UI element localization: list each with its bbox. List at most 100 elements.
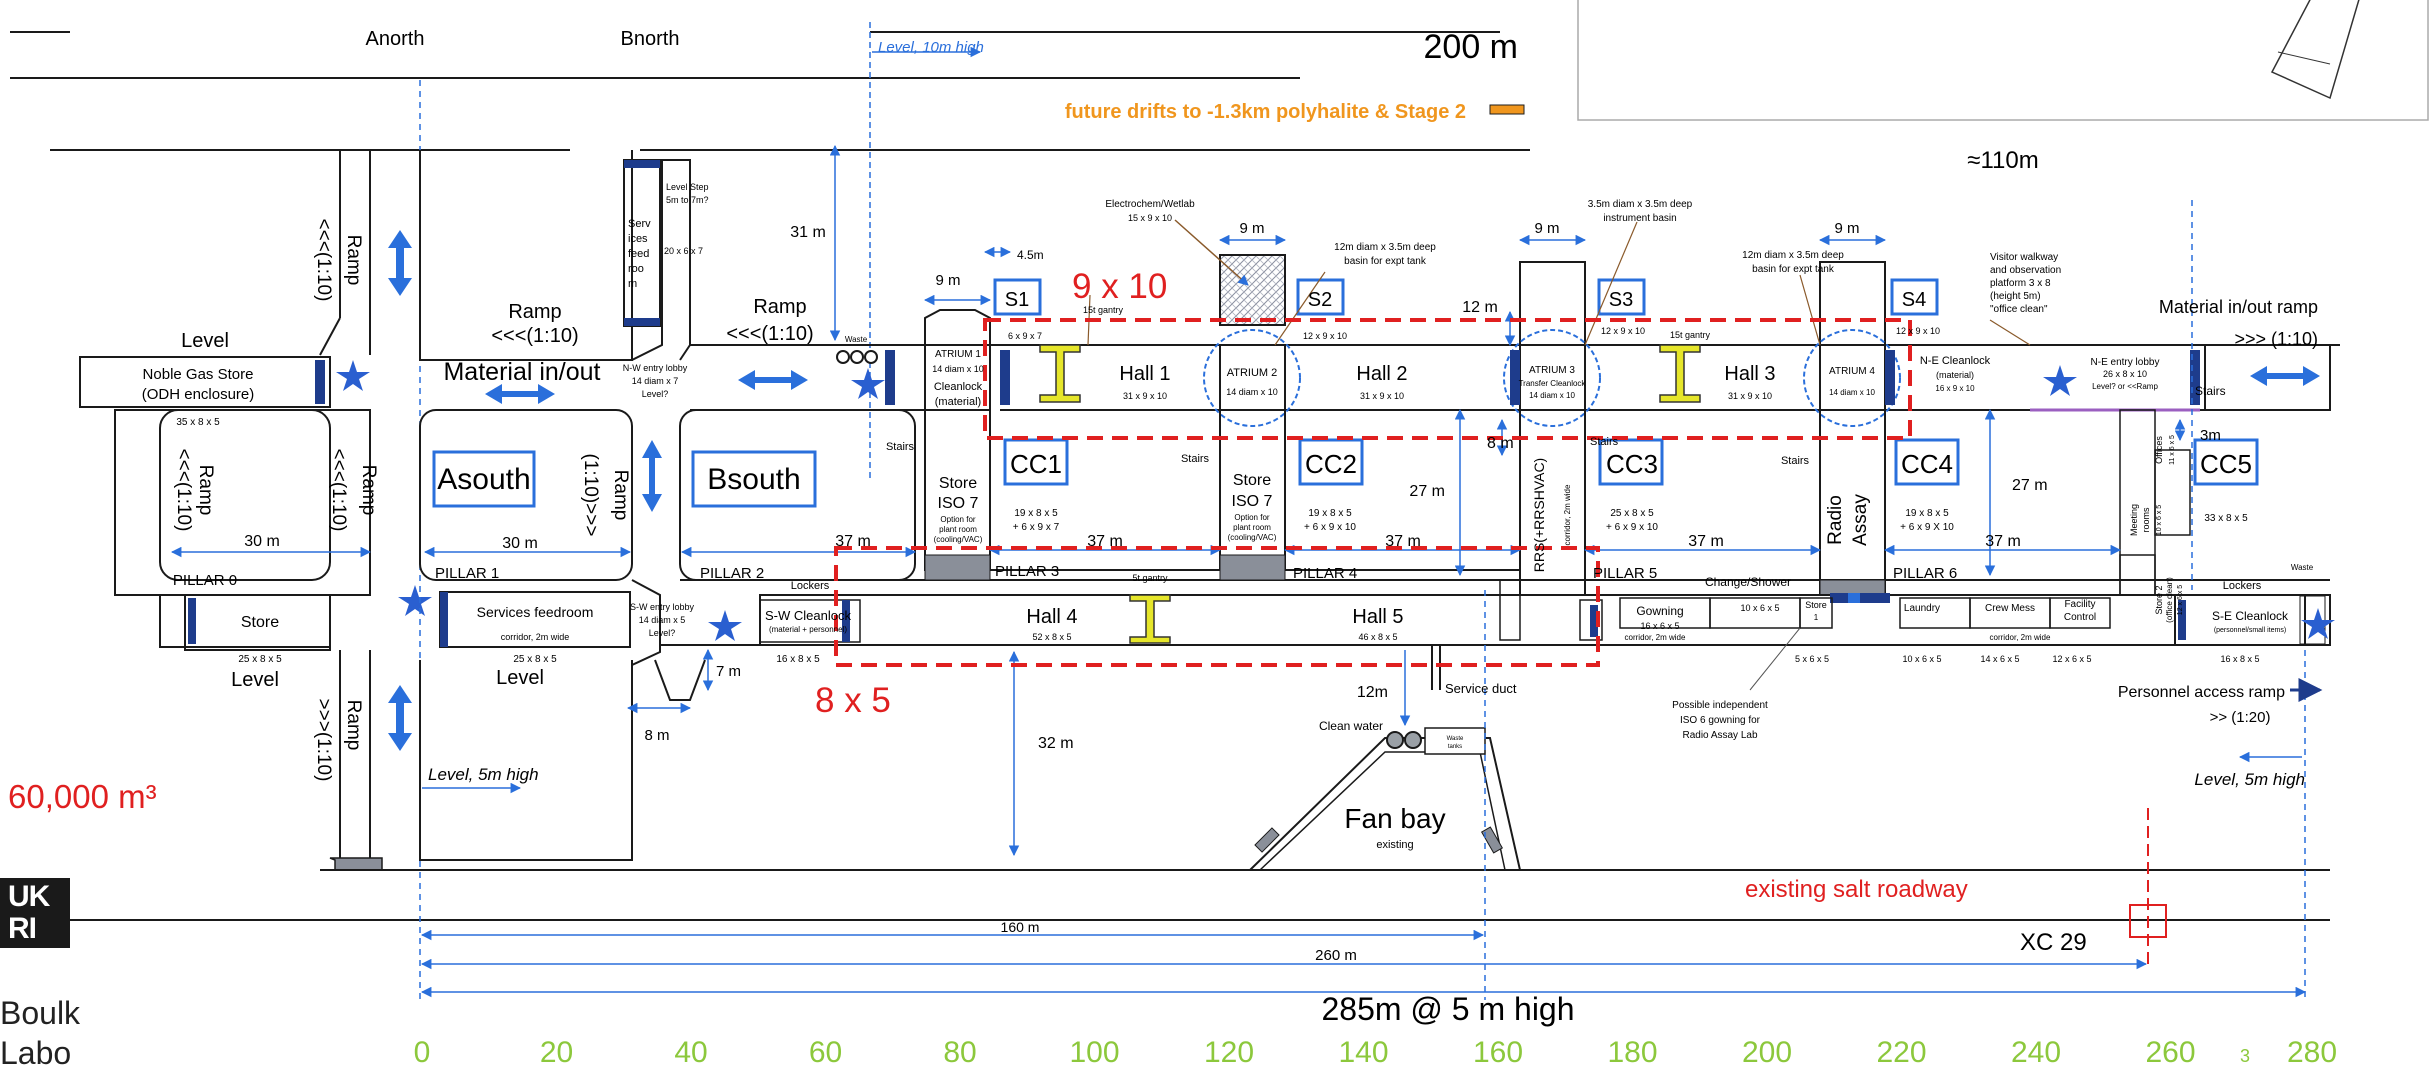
label-se-cleanlock: S-E Cleanlock [2212,609,2289,623]
label-fan-bay-existing: existing [1376,839,1413,851]
label-existing-salt: existing salt roadway [1745,876,1968,903]
logo-text-1: Boulk [0,995,81,1031]
label-option1-h2: Option for [1234,513,1269,522]
label-material-inout: Material in/out [443,358,600,386]
label-visitor-2: and observation [1990,265,2061,276]
hall-structure [660,144,2340,1000]
label-store-h1: Store [939,475,977,492]
label-s3-dims: 12 x 9 x 10 [1601,326,1645,336]
label-9m-h3: 9 m [1534,220,1559,237]
label-radio: Radio [1825,495,1846,545]
axis-tick-label: 180 [1607,1036,1657,1069]
label-ramp-mid-slope: <<<(1:10) [328,449,349,532]
label-cc1: CC1 [1010,449,1062,479]
label-8m-asouth: 8 m [644,727,669,744]
label-lockers-right: Lockers [2223,580,2262,592]
axis-tick-label: 60 [809,1036,842,1069]
label-ne-cleanlock-sub: (material) [1936,370,1974,380]
label-stairs-h3: Stairs [1590,436,1619,448]
label-store-h3-dims: 5 x 6 x 5 [1795,654,1829,664]
label-ne-lobby-level: Level? or <<Ramp [2092,382,2158,391]
label-27m-h4r: 27 m [2012,477,2048,494]
label-atrium2: ATRIUM 2 [1227,367,1278,379]
label-ramp-mid: Ramp [358,465,379,516]
labels: Anorth Bnorth Level, 10m high 200 m futu… [8,28,2318,1066]
label-ramp-bottom-slope: >>>(1:10) [313,699,334,782]
label-ramp-asouth: Ramp [508,301,561,323]
label-material-ramp-slope: >>> (1:10) [2234,329,2318,349]
label-asouth-corridor: corridor, 2m wide [501,632,570,642]
label-hall3: Hall 3 [1724,363,1775,385]
label-cleanlock-h1: Cleanlock [934,381,983,393]
label-pillar0: PILLAR 0 [173,572,237,589]
logo-uk: UK [8,880,50,913]
axis-tick-label: 200 [1742,1036,1792,1069]
label-crew-mess: Crew Mess [1985,603,2035,614]
label-possible-3: Radio Assay Lab [1682,730,1757,741]
label-cc4: CC4 [1901,449,1953,479]
label-gantry-h4: 5t gantry [1132,573,1168,583]
left-region [0,150,2330,921]
label-waste-tanks-2: tanks [1448,744,1462,750]
ukri-logo: UK RI [0,878,70,948]
axis-tick-label: 220 [1876,1036,1926,1069]
label-iso7-h1: ISO 7 [938,495,979,512]
label-bnorth: Bnorth [621,28,680,50]
axis-tick-label: 0 [414,1036,431,1069]
label-pillar1: PILLAR 1 [435,565,499,582]
label-store-left: Store [241,614,279,631]
label-anorth: Anorth [366,28,425,50]
label-noble-dims: 35 x 8 x 5 [176,417,220,428]
label-change-shower: Change/Shower [1705,575,1791,589]
label-30m-asouth: 30 m [502,535,538,552]
label-xc29: XC 29 [2020,929,2087,956]
label-feedroom-2: ices [628,233,648,245]
label-level-bottom: Level [231,669,279,691]
label-ramp-bsouth: Ramp [753,296,806,318]
label-hall3-dims: 31 x 9 x 10 [1728,391,1772,401]
label-30m-left: 30 m [244,533,280,550]
label-pillar4: PILLAR 4 [1293,565,1357,582]
label-sw-level: Level? [649,628,676,638]
label-285m: 285m @ 5 m high [1321,991,1574,1027]
label-facility-dims: 12 x 6 x 5 [2052,654,2091,664]
label-store-h3: Store [1805,600,1827,610]
label-s4-dims: 12 x 9 x 10 [1896,326,1940,336]
label-feedroom-4: roo [628,263,644,275]
asouth-region [419,80,808,1000]
label-32m: 32 m [1038,735,1074,752]
axis-tick-label: 160 [1473,1036,1523,1069]
label-clean-water: Clean water [1319,719,1383,733]
label-laundry-dims: 10 x 6 x 5 [1902,654,1941,664]
label-offices-dims: 11 x 6 x 5 [2169,435,2176,465]
label-visitor-3: platform 3 x 8 [1990,278,2051,289]
label-facility-1: Facility [2064,599,2095,610]
label-45m: 4.5m [1017,248,1044,262]
label-future-drifts: future drifts to -1.3km polyhalite & Sta… [1065,101,1466,123]
label-s1: S1 [1005,289,1029,311]
label-electrochem: Electrochem/Wetlab [1105,199,1195,210]
label-se-dims: 16 x 8 x 5 [2220,654,2259,664]
label-27m-h2: 27 m [1409,483,1445,500]
label-store2-dims: 12 x 6 x 5 [2177,585,2184,615]
label-atrium1: ATRIUM 1 [935,349,981,360]
label-option3-h1: (cooling/VAC) [934,535,983,544]
label-feedroom-1: Serv [628,218,651,230]
label-odh: (ODH enclosure) [142,386,255,403]
label-pillar2: PILLAR 2 [700,565,764,582]
label-facility-2: Control [2064,612,2096,623]
label-option1-h1: Option for [940,515,975,524]
label-sw-cleanlock-sub: (material + personnel) [769,625,847,634]
label-hall2: Hall 2 [1356,363,1407,385]
label-basin2-h4r: basin for expt tank [1752,264,1835,275]
label-ramp-asouth-v: Ramp [610,470,631,521]
label-s4: S4 [1902,289,1926,311]
page-number: 3 [2240,1046,2250,1066]
axis-tick-label: 80 [943,1036,976,1069]
label-assay: Assay [1850,494,1871,546]
top-region [10,0,2429,480]
label-iso7-h2: ISO 7 [1232,493,1273,510]
label-cc3-dims1: 25 x 8 x 5 [1610,508,1654,519]
label-sw-lobby: S-W entry lobby [630,602,695,612]
